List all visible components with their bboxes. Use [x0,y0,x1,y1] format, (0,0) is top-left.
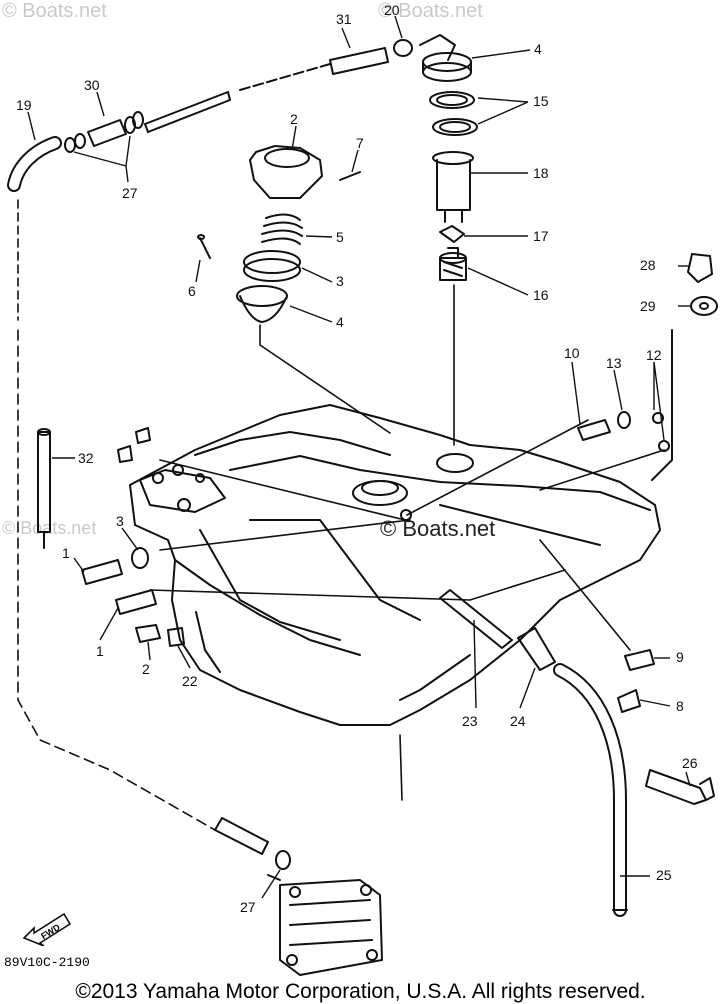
callout-17: 17 [533,228,549,244]
fuel-pump [279,879,383,976]
callout-16: 16 [533,287,549,303]
fwd-arrow-icon: FWD [22,912,72,946]
fitting-30 [87,119,127,147]
watermark-top-right: © Boats.net [378,0,483,22]
callout-27-bottom: 27 [240,899,256,915]
callout-1-upper: 1 [62,545,70,561]
hose-25 [553,663,627,917]
callout-1-lower: 1 [96,643,104,659]
callout-3: 3 [336,273,344,289]
callout-20: 20 [384,2,400,18]
callout-30: 30 [84,77,100,93]
callout-12: 12 [646,347,662,363]
callout-15: 15 [533,93,549,109]
callout-31: 31 [336,11,352,27]
callout-2: 2 [290,111,298,127]
callout-6: 6 [188,283,196,299]
callout-18: 18 [533,165,549,181]
callout-8: 8 [676,698,684,714]
callout-4-top: 4 [534,41,542,57]
callout-28: 28 [640,257,656,273]
callout-numbers: 31 20 4 15 2 7 18 5 17 3 6 16 4 28 29 30… [16,2,698,915]
callout-29: 29 [640,298,656,314]
callout-32: 32 [78,450,94,466]
drawing-code: 89V10C-2190 [4,955,90,970]
callout-5: 5 [336,229,344,245]
callout-3-left: 3 [116,513,124,529]
watermark-center: © Boats.net [380,516,496,541]
callout-25: 25 [656,867,672,883]
hose-31 [329,47,389,75]
filler-cap-assembly [236,145,323,323]
callout-26: 26 [682,755,698,771]
callout-9: 9 [676,649,684,665]
callout-19: 19 [16,97,32,113]
watermark-top-left: © Boats.net [2,0,107,22]
callout-24: 24 [510,713,526,729]
pipe-23 [439,589,513,649]
callout-27-top: 27 [122,185,138,201]
fuel-tank [129,404,661,726]
callout-22: 22 [182,673,198,689]
callout-7: 7 [356,135,364,151]
callout-23: 23 [462,713,478,729]
fuel-pickup-assembly [419,34,478,281]
copyright-notice: ©2013 Yamaha Motor Corporation, U.S.A. A… [75,980,646,1003]
nut-28 [687,253,713,283]
callout-2-lower: 2 [142,661,150,677]
callout-10: 10 [564,345,580,361]
callout-13: 13 [606,355,622,371]
callout-4-mid: 4 [336,314,344,330]
